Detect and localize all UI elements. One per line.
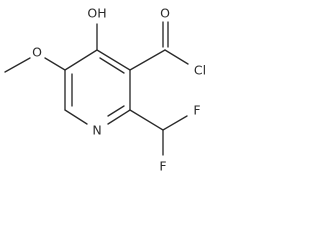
fluorine-bottom-label: F [159, 159, 166, 174]
bond-c4-c3-inner [99, 57, 125, 74]
bond-c5-c4 [64, 49, 98, 71]
bond-c2-chf2 [129, 109, 164, 131]
bond-n-c6 [64, 109, 88, 125]
bond-c3-carbonyl [129, 49, 166, 71]
fluorine-top-label: F [193, 103, 200, 118]
chlorine-label: Cl [194, 63, 206, 78]
bond-carbonyl-cl [164, 49, 189, 65]
bond-chf2-f-top [162, 115, 188, 131]
ring-nitrogen-label: N [92, 123, 101, 138]
bond-c2-n [107, 109, 131, 125]
carbonyl-oxygen-label: O [160, 6, 170, 21]
bonds [4, 21, 189, 156]
bond-c4-c3 [96, 49, 131, 71]
bond-c2-n-inner [107, 105, 125, 117]
atom-labels: OH O Cl O N F F [32, 6, 206, 174]
bond-c5-ome [44, 57, 66, 71]
hydroxyl-label: OH [87, 6, 106, 21]
bond-ome-ch3 [4, 57, 31, 73]
methoxy-oxygen-label: O [32, 45, 42, 60]
structure-diagram: OH O Cl O N F F [4, 6, 206, 174]
